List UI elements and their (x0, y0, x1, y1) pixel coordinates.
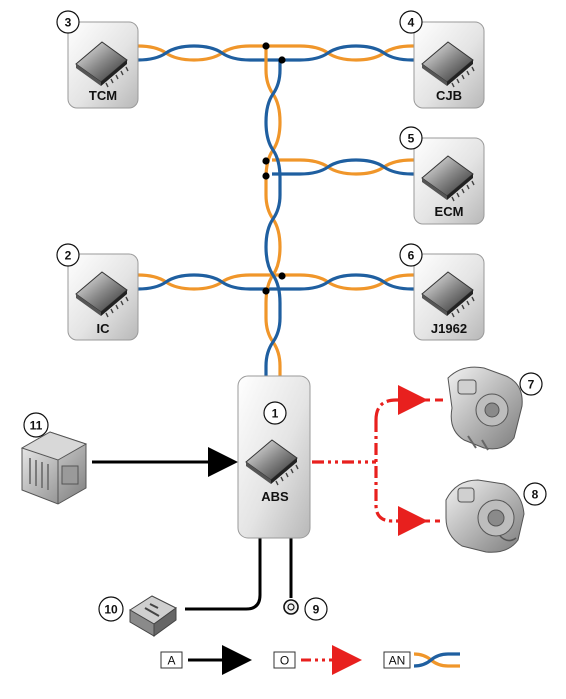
callout-6: 6 (408, 249, 415, 263)
callout-7: 7 (528, 378, 535, 392)
callout-8: 8 (532, 488, 539, 502)
ground-component[interactable]: 9 (283, 597, 328, 621)
battery-component[interactable]: 11 (20, 412, 88, 505)
module-abs[interactable]: 1 ABS (237, 375, 311, 539)
callout-5: 5 (408, 132, 415, 146)
bus-tcm-cjb (137, 44, 418, 62)
callout-3: 3 (65, 16, 72, 30)
abs-output-lines (312, 385, 446, 536)
callout-2: 2 (65, 249, 72, 263)
callout-11: 11 (30, 419, 43, 433)
module-ecm-label: ECM (435, 204, 464, 219)
legend-item-an: AN (383, 651, 460, 669)
bus-ic-j1962 (137, 273, 418, 291)
legend-an-label: AN (389, 654, 406, 668)
module-tcm-label: TCM (89, 88, 117, 103)
fuse-component[interactable]: 10 (98, 595, 177, 637)
callout-10: 10 (104, 603, 118, 617)
rear-wheel-sensor[interactable]: 8 (445, 479, 547, 553)
module-ic-label: IC (97, 321, 111, 336)
bus-junction-dots (262, 42, 286, 295)
legend: A O AN (160, 645, 460, 675)
callout-9: 9 (313, 603, 320, 617)
module-tcm[interactable]: TCM 3 (56, 10, 139, 109)
front-wheel-sensor[interactable]: 7 (447, 366, 543, 451)
legend-item-a: A (160, 645, 252, 675)
can-bus-network (137, 42, 418, 378)
legend-o-label: O (280, 654, 289, 668)
module-cjb[interactable]: CJB 4 (399, 10, 485, 109)
callout-1: 1 (272, 407, 279, 421)
callout-4: 4 (408, 16, 415, 30)
module-j1962-label: J1962 (431, 321, 467, 336)
module-abs-label: ABS (261, 489, 289, 504)
module-j1962[interactable]: J1962 6 (399, 243, 485, 341)
fuse-to-abs-line (185, 538, 262, 611)
legend-item-o: O (273, 645, 362, 675)
module-cjb-label: CJB (436, 88, 462, 103)
module-ecm[interactable]: ECM 5 (399, 126, 485, 225)
module-ic[interactable]: IC 2 (56, 243, 139, 341)
bus-ecm-branch (272, 158, 418, 176)
bus-trunk (264, 44, 282, 378)
legend-a-label: A (167, 654, 175, 668)
